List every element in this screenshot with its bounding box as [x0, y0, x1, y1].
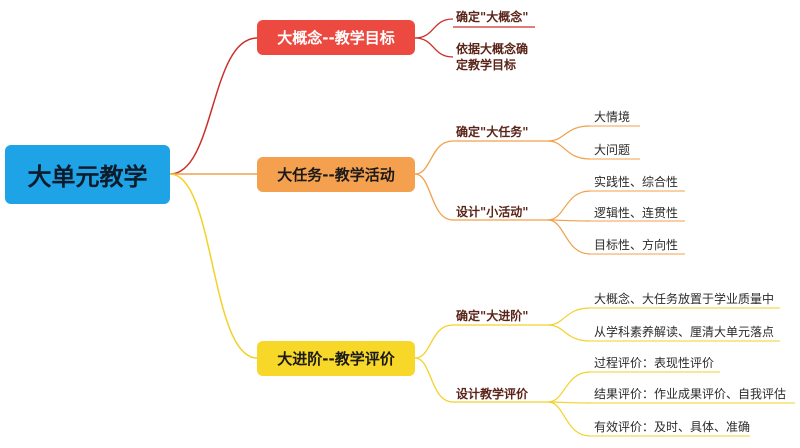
root-node[interactable]: 大单元教学 — [5, 145, 170, 204]
connector-root-b3 — [169, 173, 258, 359]
leaf-practical-comprehensive[interactable]: 实践性、综合性 — [594, 175, 679, 189]
branch-node-big-progression[interactable]: 大进阶--教学评价 — [257, 341, 415, 376]
connector-b3-c1 — [414, 324, 454, 359]
topic-confirm-big-task[interactable]: 确定"大任务" — [456, 125, 529, 139]
leaf-big-question[interactable]: 大问题 — [594, 143, 631, 157]
connector-b3-g3 — [547, 371, 591, 403]
connector-b3-g2 — [547, 324, 591, 342]
topic-goal-line2[interactable]: 定教学目标 — [456, 58, 517, 72]
leaf-quality-placement[interactable]: 大概念、大任务放置于学业质量中 — [594, 292, 775, 306]
topic-goal-line1[interactable]: 依据大概念确 — [456, 42, 529, 56]
connector-b3-g5 — [547, 401, 591, 437]
connector-b2-g1 — [547, 125, 591, 142]
leaf-literacy-interpretation[interactable]: 从学科素养解读、厘清大单元落点 — [594, 325, 775, 339]
branch-node-big-task[interactable]: 大任务--教学活动 — [257, 157, 415, 192]
connector-b1-c2 — [414, 37, 454, 58]
connector-b2-g5 — [547, 219, 591, 255]
connector-b1-c1 — [414, 18, 454, 39]
connector-b2-c1 — [414, 140, 454, 175]
leaf-process-evaluation[interactable]: 过程评价：表现性评价 — [594, 356, 715, 370]
leaf-result-evaluation[interactable]: 结果评价：作业成果评价、自我评估 — [594, 387, 787, 401]
leaf-logical-coherent[interactable]: 逻辑性、连贯性 — [594, 206, 679, 220]
branch-node-big-concept[interactable]: 大概念--教学目标 — [257, 20, 415, 55]
topic-design-small-activity[interactable]: 设计"小活动" — [456, 205, 529, 219]
connector-b2-c2 — [414, 173, 454, 221]
connector-b3-g1 — [547, 307, 591, 326]
topic-design-evaluation[interactable]: 设计教学评价 — [456, 387, 529, 401]
connector-b3-g4 — [547, 401, 591, 404]
leaf-effective-evaluation[interactable]: 有效评价：及时、具体、准确 — [594, 420, 751, 434]
connector-root-b1 — [169, 37, 258, 175]
leaf-goal-direction[interactable]: 目标性、方向性 — [594, 238, 679, 252]
leaf-big-context[interactable]: 大情境 — [594, 110, 631, 124]
connector-b3-c2 — [414, 357, 454, 403]
connector-b2-g2 — [547, 140, 591, 160]
topic-confirm-big-progression[interactable]: 确定"大进阶" — [456, 309, 529, 323]
connector-b2-g4 — [547, 219, 591, 222]
connector-b2-g3 — [547, 190, 591, 221]
topic-confirm-big-concept[interactable]: 确定"大概念" — [456, 10, 529, 24]
